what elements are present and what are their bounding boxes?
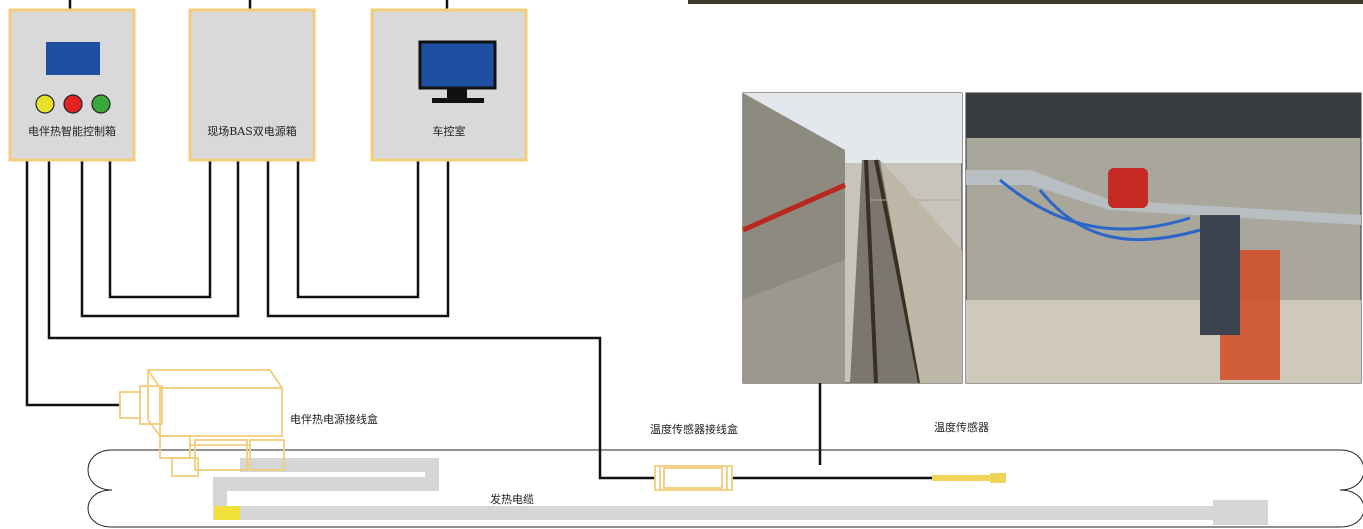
monitor-icon	[418, 40, 497, 103]
top-photo-edge	[688, 0, 1363, 4]
bas-power-box	[188, 8, 316, 162]
top-lead-wires	[68, 0, 449, 10]
heating-cable-label: 发热电缆	[490, 492, 534, 506]
temperature-sensor-probe	[932, 473, 1006, 483]
control-box-label: 电伴热智能控制箱	[28, 124, 116, 138]
tunnel-outline	[87, 449, 1363, 528]
power-junction-label: 电伴热电源接线盒	[290, 412, 378, 426]
sensor-junction-box-drawing	[654, 465, 733, 491]
control-display-screen	[46, 42, 100, 75]
control-room-box	[370, 8, 528, 162]
photo-rail-track	[741, 92, 963, 384]
power-junction-box-drawing	[119, 369, 285, 477]
control-room-label: 车控室	[433, 124, 466, 138]
photo-pipe-installation	[965, 92, 1362, 384]
sensor-label: 温度传感器	[934, 420, 989, 434]
heating-cable-end-cap	[1213, 500, 1268, 525]
indicator-light-yellow	[35, 94, 55, 114]
indicator-light-green	[91, 94, 111, 114]
power-box-label: 现场BAS双电源箱	[207, 124, 297, 138]
indicator-light-red	[63, 94, 83, 114]
heating-cable-start-marker	[214, 506, 240, 520]
heating-cable	[213, 458, 1220, 520]
control-box	[8, 8, 136, 162]
control-wiring	[25, 160, 935, 480]
sensor-junction-label: 温度传感器接线盒	[650, 422, 738, 436]
